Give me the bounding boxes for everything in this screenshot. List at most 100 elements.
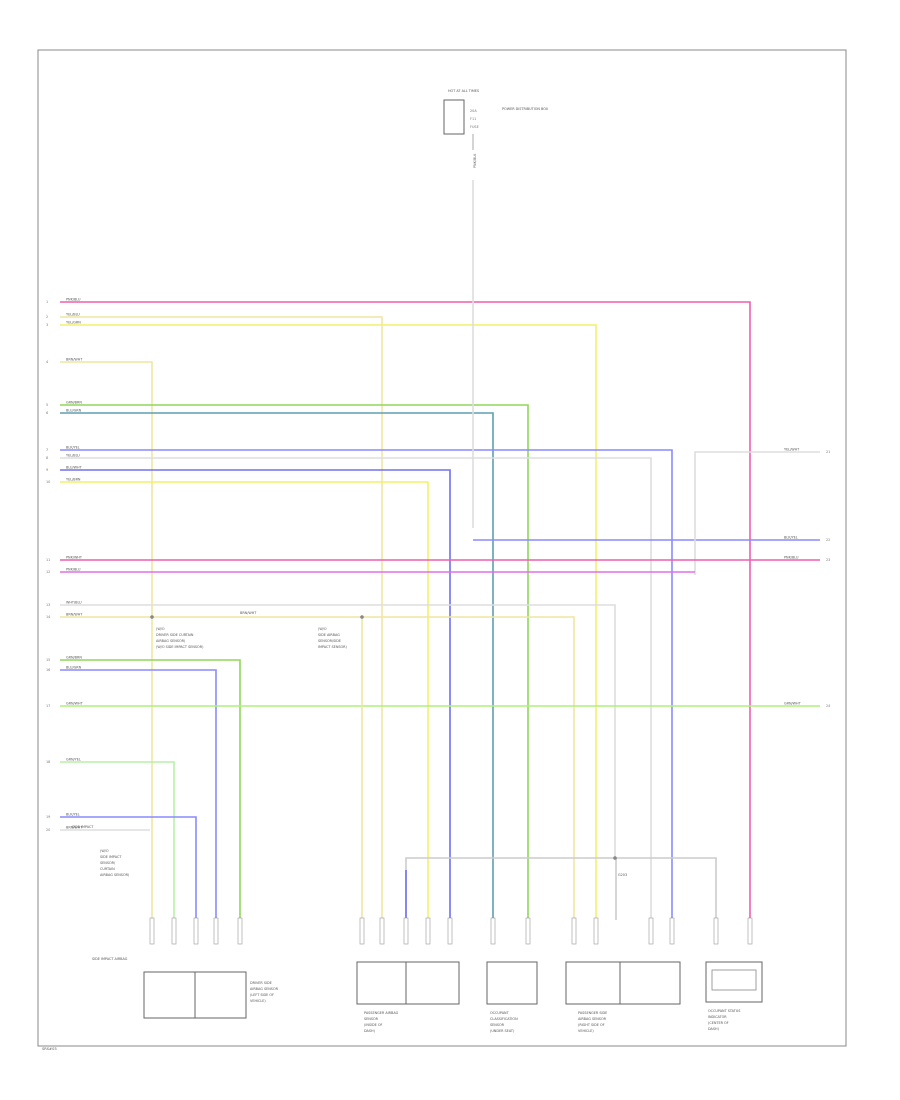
component-occupant-status-line-1: OCCUPANT STATUS bbox=[708, 1009, 740, 1013]
bottom-stub-14 bbox=[593, 917, 599, 945]
component-passenger: PASSENGER AIRBAG SENSOR (INSIDE OF DASH) bbox=[356, 961, 460, 1033]
top-connector-box bbox=[443, 99, 465, 135]
bottom-stub-17 bbox=[713, 917, 719, 945]
right-wire-pin-3: 23 bbox=[826, 558, 830, 562]
wire-blu-wht-9 bbox=[60, 469, 451, 920]
bottom-stub-12 bbox=[525, 917, 531, 945]
bottom-stub-5 bbox=[237, 917, 243, 945]
bottom-stub-2 bbox=[171, 917, 177, 945]
left-wire-pin-4: 4 bbox=[46, 360, 48, 364]
wire-yel-blu-2 bbox=[60, 316, 383, 920]
right-wire-label-2: BLK/YEL bbox=[784, 536, 798, 540]
left-wire-pin-18: 18 bbox=[46, 760, 50, 764]
left-wire-label-1: PNK/BLU bbox=[66, 298, 81, 302]
bottom-stub-9 bbox=[425, 917, 431, 945]
wire-blk-yel-19 bbox=[60, 816, 197, 920]
left-note-line-3: SENSOR/ bbox=[100, 861, 116, 865]
wire-yel-blu-8 bbox=[60, 457, 652, 920]
left-wire-label-2: YEL/BLU bbox=[66, 313, 80, 317]
component-occupant-status-line-3: (CENTER OF bbox=[708, 1021, 729, 1025]
ground-label: G203 bbox=[618, 873, 627, 877]
bottom-stub-1 bbox=[149, 917, 155, 945]
splice-2 bbox=[360, 615, 364, 619]
right-wire-label-4: GRN/WHT bbox=[784, 702, 802, 706]
splice-3 bbox=[613, 856, 617, 860]
component-passenger-line-4: DASH) bbox=[364, 1029, 376, 1033]
component-occupant-status-line-4: DASH) bbox=[708, 1027, 720, 1031]
left-wire-pin-20: 20 bbox=[46, 828, 50, 832]
top-connector-pin-1: 20A bbox=[470, 109, 477, 113]
left-wire-label-4: BRN/WHT bbox=[66, 358, 83, 362]
left-wire-pin-11: 11 bbox=[46, 558, 50, 562]
left-wire-label-7: BLK/YEL bbox=[66, 446, 80, 450]
component-passenger-line-3: (INSIDE OF bbox=[364, 1023, 383, 1027]
splice-1 bbox=[150, 615, 154, 619]
left-wire-label-16: BLU/GRN bbox=[66, 666, 82, 670]
bottom-stub-18 bbox=[747, 917, 753, 945]
component-passenger-side-line-4: VEHICLE) bbox=[578, 1029, 594, 1033]
wire-grn-brn-5 bbox=[60, 404, 529, 920]
component-passenger-line-2: SENSOR bbox=[364, 1017, 379, 1021]
left-wire-label-11: PNK/WHT bbox=[66, 556, 83, 560]
component-occupant-status: OCCUPANT STATUS INDICATOR (CENTER OF DAS… bbox=[705, 961, 763, 1031]
left-wire-pin-13: 13 bbox=[46, 603, 50, 607]
diagram-frame bbox=[37, 49, 847, 1047]
left-wire-label-5: GRN/BRN bbox=[66, 401, 82, 405]
left-wire-pin-10: 10 bbox=[46, 480, 50, 484]
top-connector-note: POWER DISTRIBUTION BOX bbox=[502, 107, 549, 111]
component-passenger-line-1: PASSENGER AIRBAG bbox=[364, 1011, 399, 1015]
left-wire-pin-17: 17 bbox=[46, 704, 50, 708]
component-passenger-side-box bbox=[565, 961, 681, 1005]
component-passenger-side-line-3: (RIGHT SIDE OF bbox=[578, 1023, 605, 1027]
wire-ground-bus bbox=[405, 857, 717, 920]
component-left-side-line-4: VEHICLE) bbox=[250, 999, 266, 1003]
left-wire-label-8: YEL/BLU bbox=[66, 454, 80, 458]
bottom-stub-4 bbox=[213, 917, 219, 945]
component-passenger-side-line-2: AIRBAG SENSOR bbox=[578, 1017, 607, 1021]
component-occupant-line-1: OCCUPANT bbox=[490, 1011, 510, 1015]
component-occupant-box bbox=[486, 961, 538, 1005]
left-wire-pin-12: 12 bbox=[46, 570, 50, 574]
wire-yel-wht-21 bbox=[694, 451, 820, 575]
wire-blu-grn-6 bbox=[60, 412, 494, 920]
component-passenger-side: PASSENGER SIDE AIRBAG SENSOR (RIGHT SIDE… bbox=[565, 961, 681, 1033]
mid-note-1-line-2: DRIVER SIDE CURTAIN bbox=[156, 633, 194, 637]
mid-note-1-line-4: (W/O SIDE IMPACT SENSOR) bbox=[156, 645, 204, 649]
left-wire-label-17: GRN/WHT bbox=[66, 702, 84, 706]
bottom-stub-15 bbox=[648, 917, 654, 945]
left-wire-pin-3: 3 bbox=[46, 323, 48, 327]
wire-blu-grn-16 bbox=[60, 669, 217, 920]
wire-blk-yel-7 bbox=[60, 449, 673, 920]
left-note: SIDE IMPACT (W/O SIDE IMPACT SENSOR/ CUR… bbox=[72, 825, 130, 877]
wire-grn-yel-18 bbox=[60, 761, 175, 920]
component-passenger-side-line-1: PASSENGER SIDE bbox=[578, 1011, 607, 1015]
component-occupant-line-4: (UNDER SEAT) bbox=[490, 1029, 515, 1033]
component-occupant-line-2: CLASSIFICATION bbox=[490, 1017, 518, 1021]
left-wire-pin-8: 8 bbox=[46, 456, 48, 460]
mid-note-2: (W/O SIDE AIRBAG SENSOR/SIDE IMPACT SENS… bbox=[318, 627, 348, 649]
left-wire-label-3: YEL/GRN bbox=[66, 321, 81, 325]
component-left-side-line-2: AIRBAG SENSOR bbox=[250, 987, 279, 991]
left-note-line-1: (W/O bbox=[100, 849, 109, 853]
left-note-line-2: SIDE IMPACT bbox=[100, 855, 122, 859]
bottom-stub-11 bbox=[490, 917, 496, 945]
wire-yel-grn-3 bbox=[60, 324, 597, 920]
wire-brn-wht-14 bbox=[60, 616, 575, 920]
left-wire-pin-9: 9 bbox=[46, 468, 48, 472]
right-wire-label-3: PNK/BLU bbox=[784, 556, 799, 560]
top-connector-pin-3: FUSE bbox=[470, 125, 479, 129]
left-wire-pin-16: 16 bbox=[46, 668, 50, 672]
bottom-connector-stubs bbox=[149, 917, 753, 945]
component-occupant-line-3: SENSOR bbox=[490, 1023, 505, 1027]
bottom-stub-16 bbox=[669, 917, 675, 945]
wire-pnk-blu-top bbox=[60, 301, 751, 920]
left-wire-label-9: BLU/WHT bbox=[66, 466, 83, 470]
left-wire-label-12: PNK/BLU bbox=[66, 568, 81, 572]
bottom-stub-10 bbox=[447, 917, 453, 945]
left-wire-pin-15: 15 bbox=[46, 658, 50, 662]
right-wire-pin-2: 22 bbox=[826, 538, 830, 542]
wire-grn-brn-15 bbox=[60, 659, 241, 920]
mid-note-2-line-3: SENSOR/SIDE bbox=[318, 639, 341, 643]
